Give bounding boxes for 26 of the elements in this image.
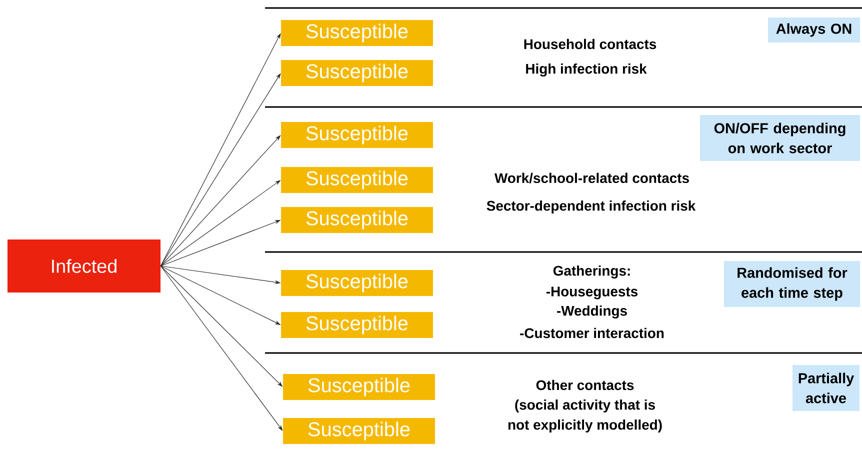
infected-box: Infected (8, 240, 160, 292)
label-text: -Customer interaction (520, 328, 664, 338)
label-text: (social activity that is (515, 400, 655, 412)
susceptible-box: Susceptible (283, 374, 435, 400)
label-text: Sector-dependent infection risk (486, 200, 696, 214)
status-box: Partially active (792, 365, 860, 411)
susceptible-box: Susceptible (283, 418, 435, 444)
label-text: Other contacts (536, 380, 634, 390)
susceptible-box: Susceptible (281, 270, 433, 296)
label-text: Work/school-related contacts (494, 172, 689, 184)
status-box: Always ON (768, 18, 860, 42)
arrow (160, 266, 283, 431)
susceptible-box: Susceptible (281, 122, 433, 148)
label-text: -Houseguests (546, 286, 638, 300)
label-text: not explicitly modelled) (508, 419, 662, 432)
susceptible-box: Susceptible (281, 207, 433, 233)
label-text: -Weddings (557, 305, 627, 319)
status-box: ON/OFF depending on work sector (700, 115, 860, 161)
susceptible-box: Susceptible (281, 312, 433, 338)
susceptible-box: Susceptible (281, 60, 433, 86)
label-text: Gatherings: (553, 265, 630, 279)
status-box: Randomised for each time step (724, 261, 860, 307)
label-text: Household contacts (524, 38, 656, 50)
label-text: High infection risk (526, 63, 647, 77)
susceptible-box: Susceptible (281, 20, 433, 46)
susceptible-box: Susceptible (281, 167, 433, 193)
